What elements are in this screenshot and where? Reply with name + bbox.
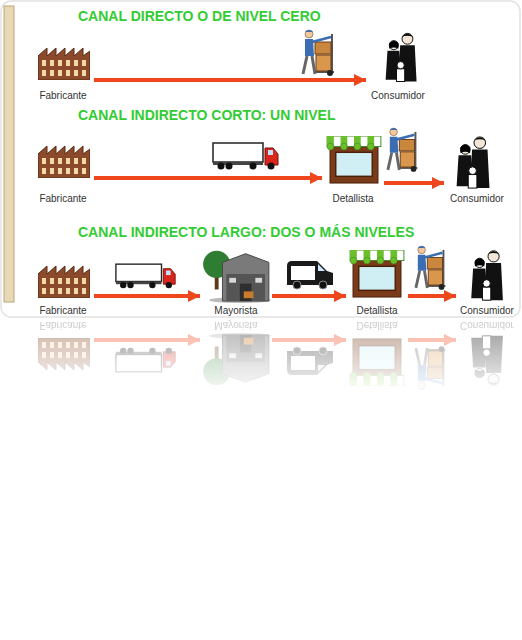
shop-icon: [350, 250, 404, 297]
panel: [1, 1, 520, 317]
channel-node: Fabricante: [32, 255, 94, 317]
wood-strip: [4, 6, 14, 302]
truck-icon: [116, 348, 175, 372]
node-label: Detallista: [322, 193, 384, 205]
flow-arrow: [94, 78, 366, 82]
flow-arrow: [408, 294, 456, 298]
channel-node: Mayorista: [200, 240, 272, 317]
node-label: Consumidor: [444, 193, 510, 205]
worker-icon: [416, 346, 445, 390]
node-label: Consumidor: [456, 305, 518, 317]
reflected-arrow: [272, 338, 346, 342]
factory-icon: [38, 48, 90, 80]
factory-icon: [38, 338, 90, 370]
node-label: Fabricante: [32, 193, 94, 205]
section-heading: CANAL DIRECTO O DE NIVEL CERO: [78, 8, 518, 24]
channel-node: Detallista: [322, 130, 384, 205]
worker-icon: [416, 246, 445, 290]
flow-arrow: [94, 294, 200, 298]
truck-icon: [116, 264, 175, 288]
reflected-arrow: [94, 338, 200, 342]
shop-icon: [327, 136, 381, 183]
node-label: Mayorista: [200, 305, 272, 317]
flow-arrow: [94, 176, 322, 180]
reflection-text: Consumidor: [456, 319, 518, 331]
node-label: Fabricante: [32, 305, 94, 317]
node-label: Fabricante: [32, 90, 94, 102]
section-heading: CANAL INDIRECTO LARGO: DOS O MÁS NIVELES: [78, 224, 518, 240]
reflection-text: Mayorista: [200, 319, 272, 331]
channel-node: Consumidor: [366, 28, 430, 102]
consumer-icon: [471, 251, 503, 300]
truck-icon: [213, 143, 278, 170]
factory-icon: [38, 266, 90, 298]
van-icon: [287, 347, 333, 375]
node-label: Detallista: [346, 305, 408, 317]
channel-node: Detallista: [346, 246, 408, 317]
consumer-icon: [471, 336, 503, 385]
reflection-text: Detallista: [346, 319, 408, 331]
shop-icon: [350, 339, 404, 386]
channel-node: Consumidor: [444, 128, 510, 205]
flow-arrow: [272, 294, 346, 298]
consumer-icon: [457, 137, 490, 188]
worker-icon: [388, 128, 417, 172]
reflection-text: Fabricante: [32, 319, 94, 331]
consumer-icon: [386, 33, 417, 81]
worker-icon: [303, 30, 334, 76]
reflected-arrow: [408, 338, 456, 342]
reflection: [38, 333, 503, 390]
warehouse-icon: [203, 251, 271, 303]
warehouse-icon: [203, 333, 271, 385]
flow-arrow: [384, 181, 444, 185]
channel-node: Fabricante: [32, 135, 94, 205]
section-heading: CANAL INDIRECTO CORTO: UN NIVEL: [78, 107, 518, 123]
node-label: Consumidor: [366, 90, 430, 102]
van-icon: [287, 261, 333, 289]
channel-node: Fabricante: [32, 40, 94, 102]
channel-node: Consumidor: [456, 244, 518, 317]
factory-icon: [38, 146, 90, 178]
